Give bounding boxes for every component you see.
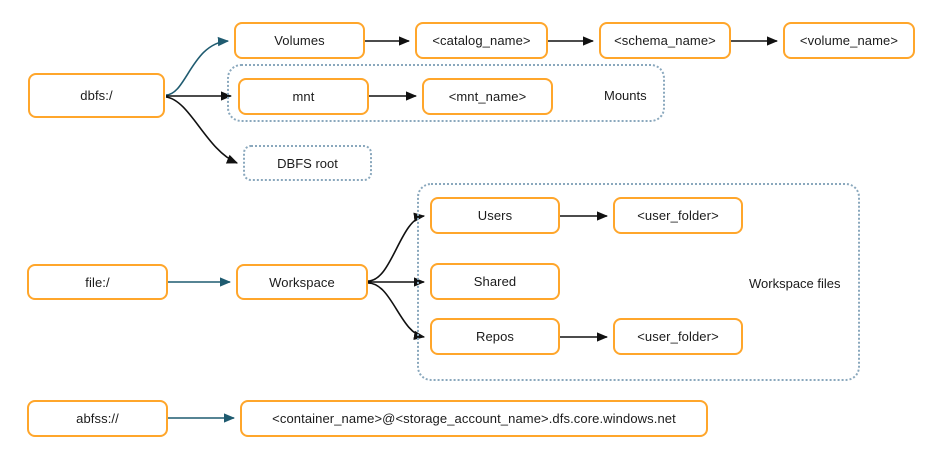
node-label: <container_name>@<storage_account_name>.… <box>272 411 676 426</box>
node-label: <user_folder> <box>637 208 719 223</box>
edge-dbfs-to-volumes <box>165 36 230 96</box>
node-label: <schema_name> <box>614 33 716 48</box>
node-workspace[interactable]: Workspace <box>236 264 368 300</box>
node-repos-user-folder[interactable]: <user_folder> <box>613 318 743 355</box>
group-mounts-caption: Mounts <box>604 88 647 103</box>
node-dbfs-root-uri[interactable]: dbfs:/ <box>28 73 165 118</box>
node-volume-name[interactable]: <volume_name> <box>783 22 915 59</box>
node-label: <user_folder> <box>637 329 719 344</box>
edge-workspace-to-repos <box>367 282 426 340</box>
node-label: abfss:// <box>76 411 119 426</box>
node-label: <mnt_name> <box>448 89 527 104</box>
node-label: Volumes <box>274 33 325 48</box>
node-abfss-path[interactable]: <container_name>@<storage_account_name>.… <box>240 400 708 437</box>
node-label: Workspace <box>269 274 335 290</box>
node-volumes[interactable]: Volumes <box>234 22 365 59</box>
node-label: file:/ <box>85 274 110 290</box>
node-label: mnt <box>292 89 315 104</box>
node-label: Repos <box>475 329 515 344</box>
node-label: Shared <box>473 274 517 289</box>
node-users-user-folder[interactable]: <user_folder> <box>613 197 743 234</box>
node-label: DBFS root <box>277 155 338 171</box>
node-label: <volume_name> <box>799 33 899 48</box>
node-dbfs-root[interactable]: DBFS root <box>243 145 372 181</box>
node-shared[interactable]: Shared <box>430 263 560 300</box>
node-repos[interactable]: Repos <box>430 318 560 355</box>
node-mnt-name[interactable]: <mnt_name> <box>422 78 553 115</box>
edge-workspace-to-users <box>367 212 426 282</box>
node-label: <catalog_name> <box>432 33 531 48</box>
group-workspace-files-caption: Workspace files <box>749 276 841 291</box>
node-file-uri[interactable]: file:/ <box>27 264 168 300</box>
node-schema-name[interactable]: <schema_name> <box>599 22 731 59</box>
node-label: Users <box>477 208 513 223</box>
node-abfss-uri[interactable]: abfss:// <box>27 400 168 437</box>
node-label: dbfs:/ <box>80 88 113 103</box>
node-users[interactable]: Users <box>430 197 560 234</box>
node-mnt[interactable]: mnt <box>238 78 369 115</box>
node-catalog-name[interactable]: <catalog_name> <box>415 22 548 59</box>
